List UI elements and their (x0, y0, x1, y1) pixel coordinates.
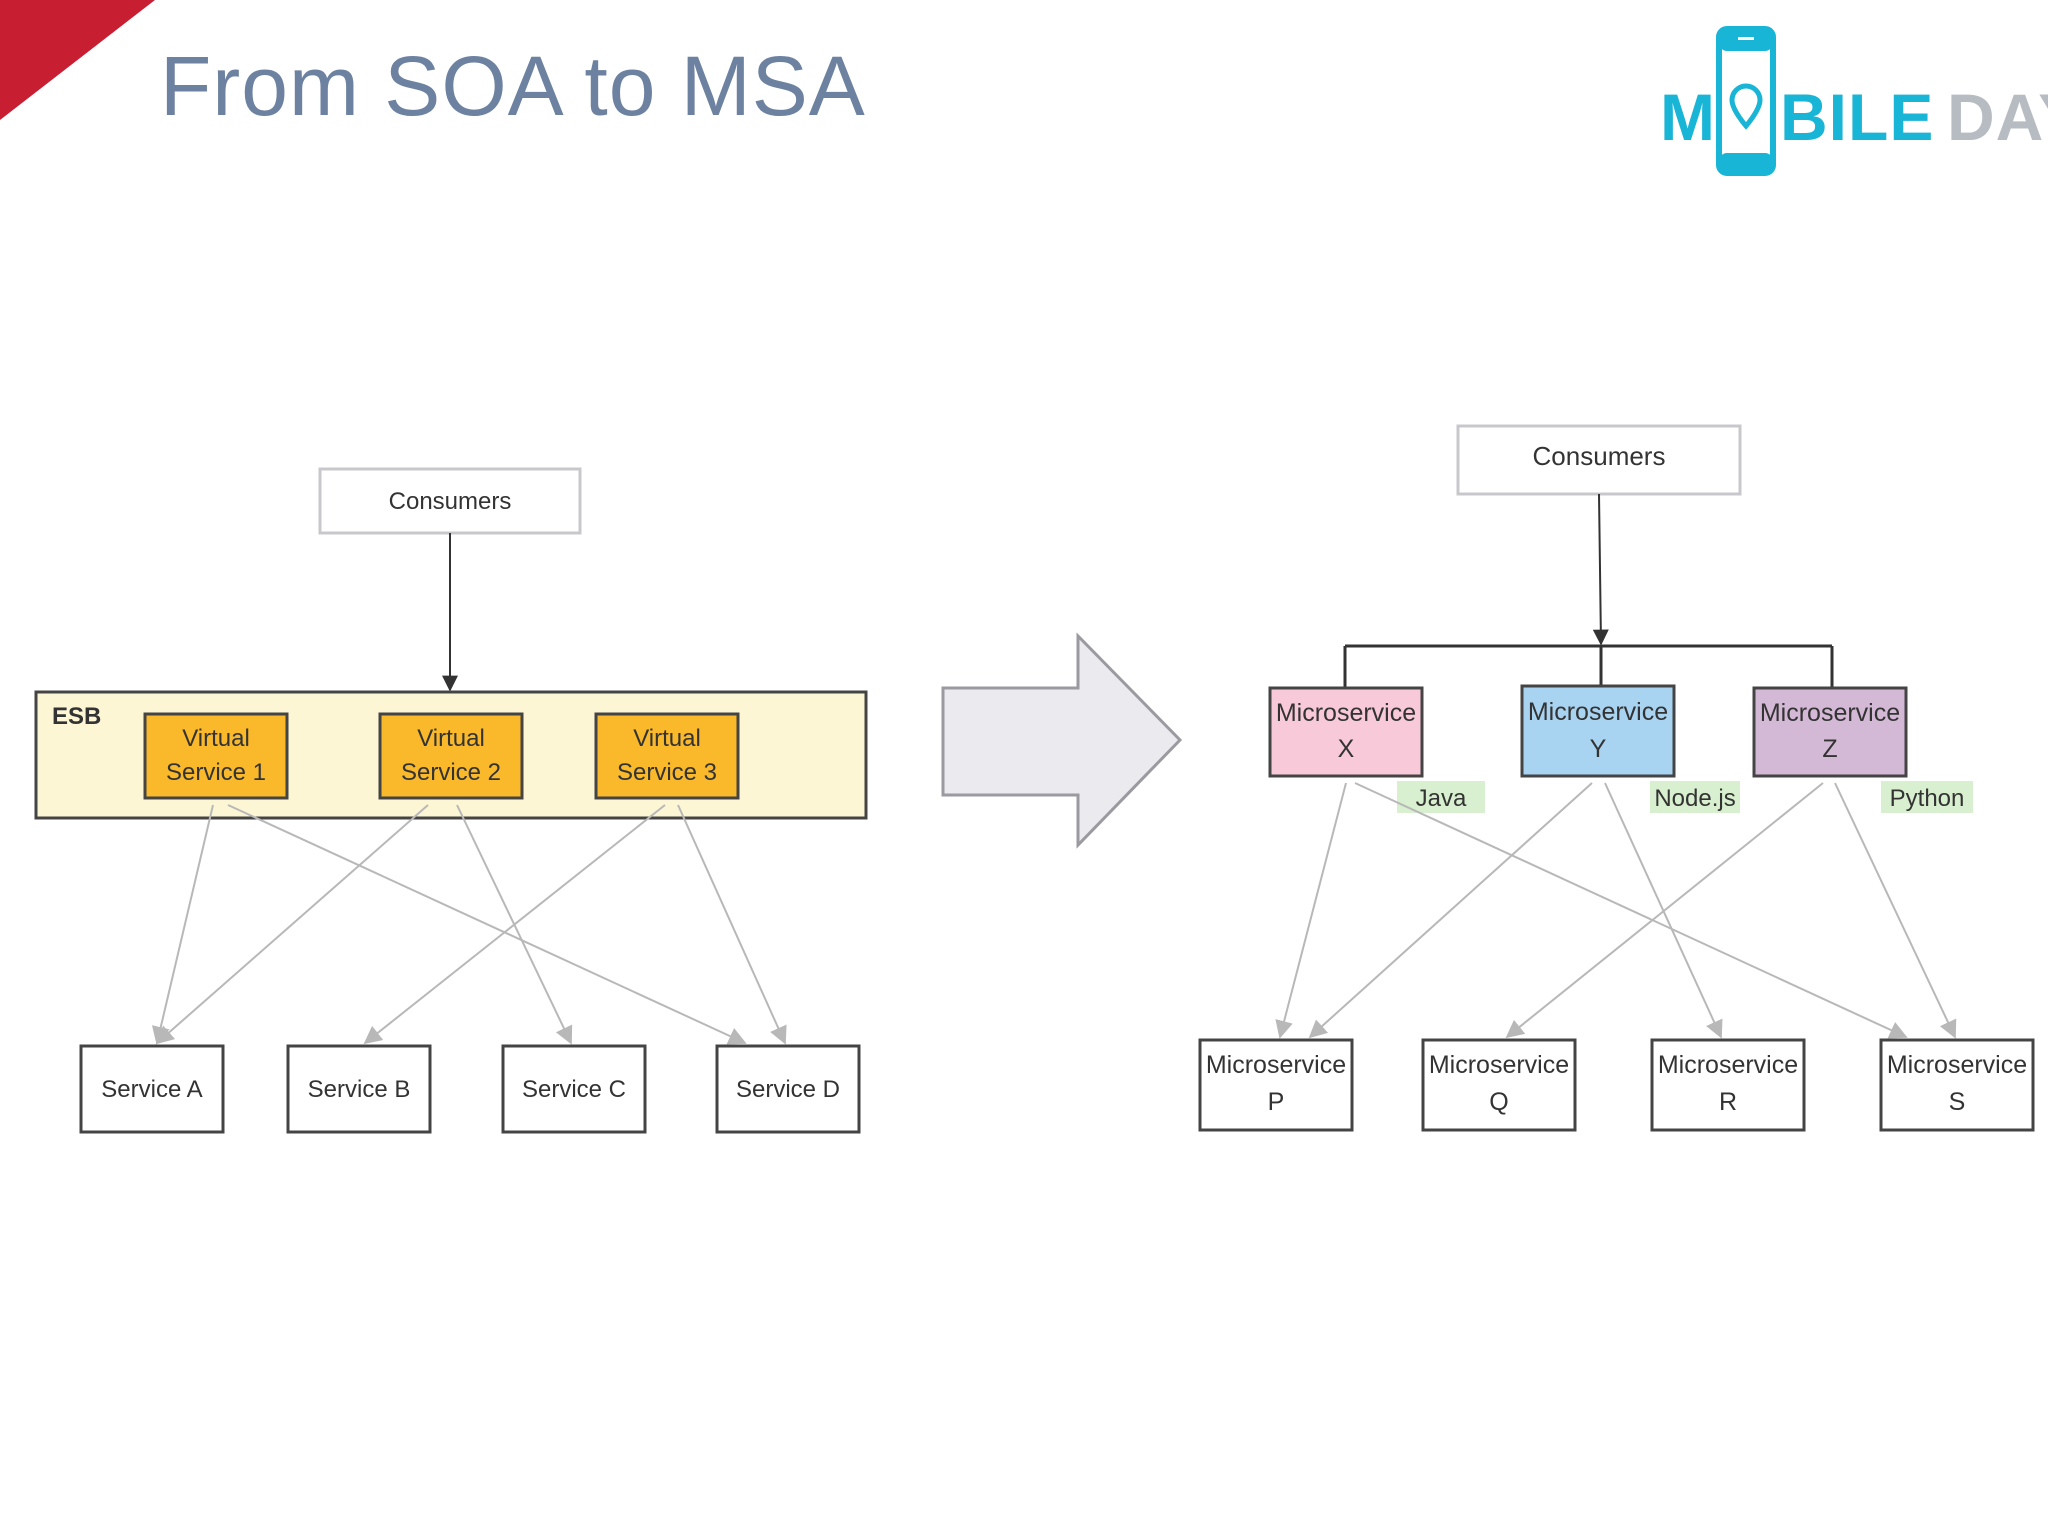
virtual-service-1-line2: Service 1 (166, 759, 266, 786)
msa-fanout-bracket (1343, 644, 1834, 688)
microservice-r-line2: R (1719, 1088, 1737, 1116)
logo-text-bile: BILE (1780, 80, 1935, 154)
service-b-label: Service B (308, 1076, 411, 1103)
microservice-s-line1: Microservice (1887, 1051, 2027, 1079)
soa-consumers-label: Consumers (389, 488, 512, 515)
microservice-x: Microservice X (1268, 686, 1424, 778)
virtual-service-3: Virtual Service 3 (594, 712, 740, 800)
slide-title: From SOA to MSA (160, 39, 866, 133)
logo-text-m: M (1660, 80, 1716, 154)
virtual-service-3-line1: Virtual (633, 725, 701, 752)
tech-label-nodejs-text: Node.js (1654, 785, 1735, 812)
microservice-y-line1: Microservice (1528, 698, 1668, 726)
msa-consumers-connector (1592, 493, 1609, 646)
tech-label-java-text: Java (1416, 785, 1467, 812)
microservice-q: Microservice Q (1421, 1038, 1577, 1132)
virtual-service-2: Virtual Service 2 (378, 712, 524, 800)
soa-diagram: Consumers ESB Virtual Service 1 Virtual … (34, 467, 868, 1134)
virtual-service-1-line1: Virtual (182, 725, 250, 752)
tech-label-python: Python (1881, 781, 1973, 813)
virtual-service-3-line2: Service 3 (617, 759, 717, 786)
service-d-label: Service D (736, 1076, 840, 1103)
service-d: Service D (715, 1044, 861, 1134)
logo-text-day: DAY (1947, 80, 2048, 154)
microservice-q-line1: Microservice (1429, 1051, 1569, 1079)
microservice-z-line1: Microservice (1760, 699, 1900, 727)
tech-label-nodejs: Node.js (1650, 781, 1740, 813)
msa-consumers-box (1456, 424, 1742, 496)
right-arrow-icon (941, 632, 1183, 849)
corner-accent (0, 0, 155, 120)
service-b: Service B (286, 1044, 432, 1134)
virtual-service-1: Virtual Service 1 (143, 712, 289, 800)
tech-label-python-text: Python (1890, 785, 1965, 812)
microservice-z: Microservice Z (1752, 686, 1908, 778)
microservice-x-line2: X (1338, 735, 1355, 763)
service-a: Service A (79, 1044, 225, 1134)
microservice-s: Microservice S (1879, 1038, 2035, 1132)
soa-consumers-box (318, 467, 582, 535)
microservice-y-line2: Y (1590, 735, 1607, 763)
microservice-s-line2: S (1949, 1088, 1966, 1116)
service-a-label: Service A (101, 1076, 202, 1103)
virtual-service-2-line2: Service 2 (401, 759, 501, 786)
service-c: Service C (501, 1044, 647, 1134)
service-c-label: Service C (522, 1076, 626, 1103)
microservice-p-line1: Microservice (1206, 1051, 1346, 1079)
esb-label: ESB (52, 703, 101, 730)
msa-diagram: Consumers Microservice X Microservice Y … (1198, 424, 2035, 1132)
soa-connectors (151, 804, 787, 1045)
microservice-r-line1: Microservice (1658, 1051, 1798, 1079)
tech-label-java: Java (1397, 781, 1485, 813)
microservice-x-line1: Microservice (1276, 699, 1416, 727)
microservice-r: Microservice R (1650, 1038, 1806, 1132)
microservice-z-line2: Z (1822, 735, 1837, 763)
mobileday-logo: M BILE DAY (1660, 26, 2048, 186)
microservice-p-line2: P (1268, 1088, 1285, 1116)
virtual-service-2-line1: Virtual (417, 725, 485, 752)
msa-connectors (1275, 782, 1957, 1039)
microservice-q-line2: Q (1489, 1088, 1508, 1116)
msa-consumers-label: Consumers (1533, 441, 1666, 471)
microservice-y: Microservice Y (1520, 684, 1676, 778)
microservice-p: Microservice P (1198, 1038, 1354, 1132)
phone-location-pin-icon (1716, 26, 1776, 176)
